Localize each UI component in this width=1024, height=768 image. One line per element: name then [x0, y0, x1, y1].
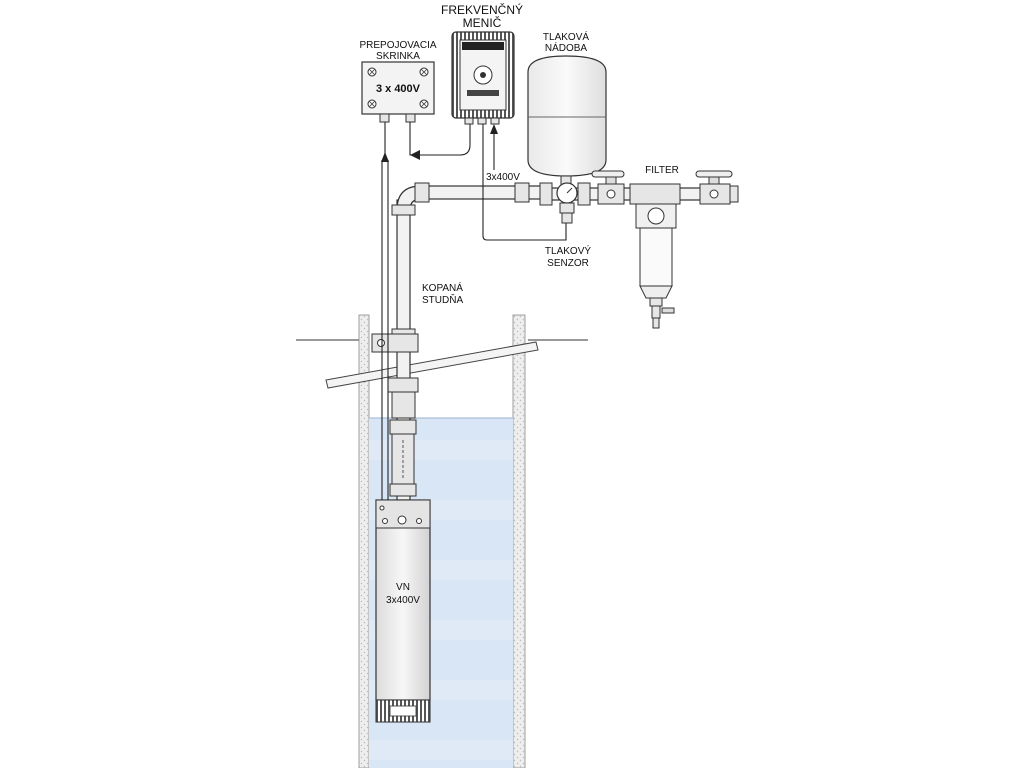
ball-valve-left[interactable]: [591, 170, 625, 205]
pressure-tank-title-2: NÁDOBA: [545, 41, 588, 54]
support-rod: [325, 341, 539, 389]
junction-box[interactable]: 3 x 400V: [361, 61, 435, 123]
discharge-pipe: [414, 182, 542, 203]
junction-box-title-1: PREPOJOVACIA: [359, 40, 436, 51]
ball-valve-right[interactable]: [695, 170, 739, 205]
water-filter[interactable]: [629, 183, 681, 329]
filter-title: FILTER: [645, 165, 679, 176]
frequency-converter[interactable]: [451, 31, 515, 125]
pump-cable: [381, 160, 389, 500]
converter-cable: [409, 120, 471, 156]
submersible-pump[interactable]: VN 3x400V: [375, 499, 431, 723]
pump-label-model: VN: [396, 582, 410, 593]
pressure-tank[interactable]: [527, 55, 607, 187]
pump-label-voltage: 3x400V: [386, 595, 420, 606]
pressure-sensor-title-1: TLAKOVÝ: [545, 244, 591, 257]
pump-bolt-1: [382, 518, 388, 524]
well-wall-right: [512, 314, 526, 768]
manifold: [539, 182, 738, 224]
pressure-sensor: [561, 212, 573, 224]
converter-title-2: MENIČ: [463, 15, 502, 30]
pump-bolt-2: [397, 515, 407, 525]
junction-box-voltage: 3 x 400V: [376, 83, 421, 95]
sensor-cable: [482, 124, 567, 241]
pressure-sensor-title-2: SENZOR: [547, 258, 589, 269]
supply-voltage-label: 3x400V: [486, 172, 520, 183]
well-title-2: STUDŇA: [422, 293, 463, 306]
junction-box-title-2: SKRINKA: [376, 51, 420, 62]
pump-bolt-3: [416, 518, 422, 524]
well-wall-left: [358, 314, 370, 768]
converter-title-1: FREKVENČNÝ: [441, 2, 523, 17]
well-title-1: KOPANÁ: [422, 281, 463, 294]
pressure-tank-title-1: TLAKOVÁ: [543, 30, 589, 43]
